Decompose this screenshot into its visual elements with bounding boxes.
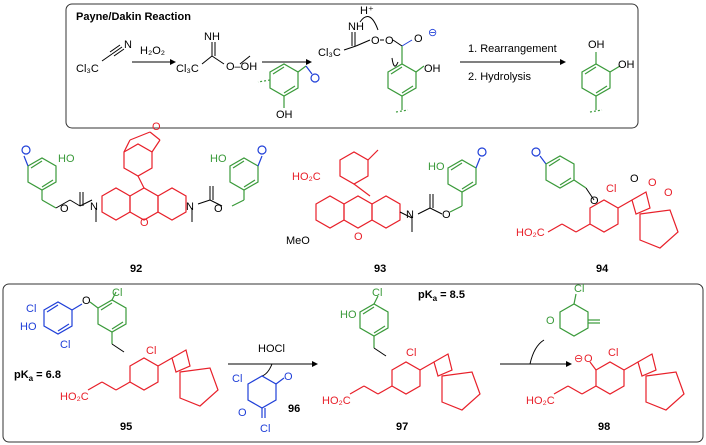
step-1: 1. Rearrangement (468, 43, 557, 55)
compound-96 (247, 375, 285, 418)
c92-lactone-o: O (152, 121, 161, 133)
arrow-1-head (170, 59, 176, 65)
c92-n-a: N (90, 201, 98, 213)
c94-o: O (590, 195, 599, 207)
trichloroacetonitrile (101, 44, 125, 62)
bottom-panel-frame (2, 283, 704, 443)
c92-o-b: O (214, 203, 223, 215)
reagent-hocl: HOCl (258, 343, 285, 355)
compound-93 (315, 147, 487, 232)
c92-n-b: N (186, 201, 194, 213)
elimination-arrow (529, 339, 545, 365)
compound-98 (553, 353, 685, 411)
label-97: 97 (396, 421, 408, 433)
label-96: 96 (288, 403, 300, 415)
c97-cl2: Cl (406, 347, 416, 359)
c97-ho: HO (340, 309, 357, 321)
c95-cl2: Cl (60, 339, 70, 351)
c92-o-a: O (60, 203, 69, 215)
c96-o2: O (238, 407, 247, 419)
c92-oh2: HO (210, 153, 227, 165)
c95-cl4: Cl (146, 345, 156, 357)
arrow-2-head (306, 59, 312, 65)
c94-dioxetane-o2: O (664, 187, 673, 199)
compound-94 (531, 147, 679, 249)
pia-nh: NH (204, 31, 220, 43)
c94-dioxetane-o1: O (648, 177, 657, 189)
int-bonds (343, 16, 413, 67)
int-ring (387, 46, 425, 113)
top-panel-title: Payne/Dakin Reaction (76, 11, 191, 23)
label-98: 98 (598, 421, 610, 433)
label-92: 92 (130, 263, 142, 275)
c98-charge: ⊖ (574, 353, 583, 365)
c96-o1: O (284, 371, 293, 383)
compound-95 (43, 291, 219, 407)
tca-cl3c: Cl₃C (76, 63, 99, 75)
aldehyde-oh: OH (276, 109, 293, 121)
c94-ome: O (630, 173, 639, 185)
c93-xanthene-o: O (354, 231, 363, 243)
c94-co2h: HO₂C (516, 227, 545, 239)
c95-cl1: Cl (26, 303, 36, 315)
qm-cl: Cl (574, 283, 584, 295)
c92-oh1: HO (58, 153, 75, 165)
c96-cl2: Cl (260, 423, 270, 435)
c93-meo: MeO (286, 235, 310, 247)
c98-co2h: HO₂C (526, 395, 555, 407)
peroxyimidic-acid (201, 42, 251, 65)
c93-co2h: HO₂C (292, 171, 321, 183)
c98-o: O (584, 353, 593, 365)
c95-co2h: HO₂C (60, 391, 89, 403)
int-oh: OH (424, 63, 441, 75)
qm-o: O (546, 315, 555, 327)
int-charge: ⊖ (428, 27, 437, 39)
arrow-4-head (566, 361, 572, 367)
c95-o: O (82, 295, 91, 307)
tca-n: N (124, 39, 132, 51)
int-nh: NH (348, 21, 364, 33)
compound-97 (349, 295, 481, 411)
c97-co2h: HO₂C (322, 395, 351, 407)
c97-pka: pKa = 8.5 (418, 289, 465, 303)
int-cl3c: Cl₃C (318, 47, 341, 59)
byproduct-arrow (261, 363, 273, 377)
c95-ho: HO (20, 321, 37, 333)
quinone-methide (559, 293, 600, 337)
c95-pka: pKa = 6.8 (14, 369, 61, 383)
arrow-3-head (560, 59, 566, 65)
catechol-oh1: OH (588, 39, 605, 51)
catechol-ring (581, 52, 621, 113)
pia-ooh: O–OH (226, 61, 257, 73)
step-2: 2. Hydrolysis (468, 71, 531, 83)
top-panel-frame (65, 3, 639, 129)
compound-92 (21, 131, 267, 222)
c94-cl: Cl (606, 183, 616, 195)
label-94: 94 (596, 263, 609, 275)
c96-cl1: Cl (232, 373, 242, 385)
c98-cl: Cl (608, 347, 618, 359)
arrow-hocl-head (312, 361, 318, 367)
c97-cl1: Cl (372, 287, 382, 299)
c95-cl3: Cl (112, 287, 122, 299)
catechol-oh2: OH (618, 59, 635, 71)
int-o3: O (414, 33, 423, 45)
aldehyde-cho (305, 65, 320, 83)
int-h-plus: H⁺ (360, 5, 374, 17)
c93-o: O (442, 209, 451, 221)
int-o2: O (385, 35, 394, 47)
reagent-h2o2: H₂O₂ (140, 45, 165, 57)
c92-xanthene-o: O (140, 217, 149, 229)
pia-cl3c: Cl₃C (176, 63, 199, 75)
aldehyde-ring (257, 63, 307, 108)
int-o1: O (371, 35, 380, 47)
label-95: 95 (120, 421, 132, 433)
c93-n: N (406, 209, 414, 221)
label-93: 93 (374, 263, 386, 275)
c93-oh: HO (428, 161, 445, 173)
